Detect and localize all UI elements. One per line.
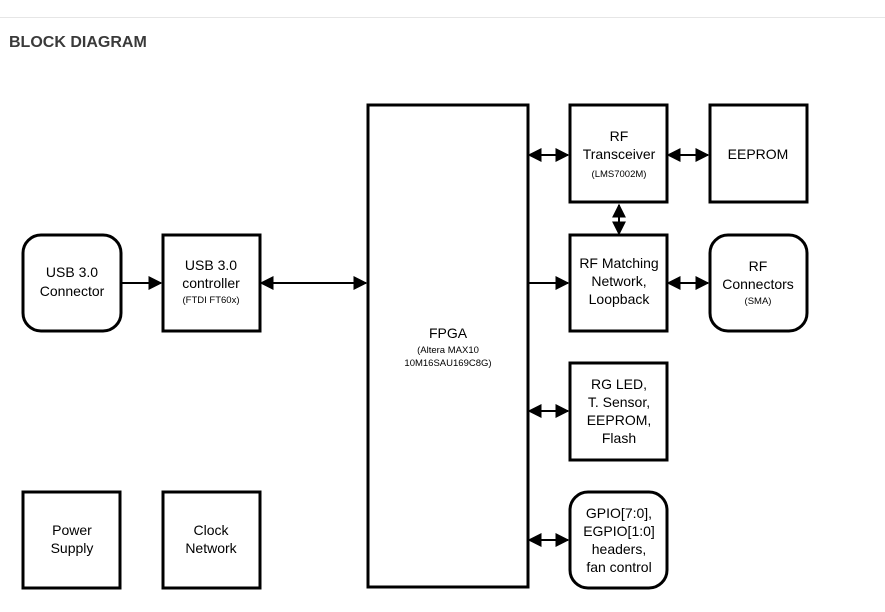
rf-matching-block: RF Matching Network, Loopback: [568, 233, 669, 333]
usb-connector-line2: Connector: [40, 283, 105, 299]
rf-connectors-line2: Connectors: [722, 276, 794, 292]
eeprom-label: EEPROM: [728, 146, 789, 162]
power-supply-block: Power Supply: [21, 490, 122, 590]
gpio-line3: headers,: [592, 541, 646, 557]
rf-transceiver-part: (LMS7002M): [592, 169, 647, 180]
usb-controller-part: (FTDI FT60x): [183, 295, 240, 306]
peripherals-line4: Flash: [602, 430, 636, 446]
rf-connectors-part: (SMA): [745, 296, 772, 307]
fpga-label: FPGA: [429, 325, 468, 341]
gpio-line1: GPIO[7:0],: [586, 505, 652, 521]
clock-network-block: Clock Network: [161, 490, 262, 590]
eeprom-block: EEPROM: [708, 103, 809, 204]
peripherals-line2: T. Sensor,: [588, 394, 650, 410]
gpio-block: GPIO[7:0], EGPIO[1:0] headers, fan contr…: [568, 490, 669, 590]
usb-controller-block: USB 3.0 controller (FTDI FT60x): [161, 233, 262, 333]
rf-matching-line2: Network,: [591, 273, 646, 289]
peripherals-line1: RG LED,: [591, 376, 647, 392]
rf-transceiver-line1: RF: [610, 128, 629, 144]
rf-connectors-block: RF Connectors (SMA): [708, 233, 809, 333]
power-supply-line2: Supply: [51, 540, 94, 556]
rf-matching-line3: Loopback: [589, 291, 651, 307]
fpga-block: FPGA (Altera MAX10 10M16SAU169C8G): [366, 103, 530, 589]
fpga-part-line1: (Altera MAX10: [417, 345, 479, 356]
rf-matching-line1: RF Matching: [579, 255, 658, 271]
top-divider: [0, 17, 885, 18]
gpio-line4: fan control: [586, 559, 651, 575]
rf-transceiver-block: RF Transceiver (LMS7002M): [568, 103, 669, 204]
fpga-part-line2: 10M16SAU169C8G): [404, 358, 491, 369]
clock-network-line1: Clock: [193, 522, 229, 538]
peripherals-block: RG LED, T. Sensor, EEPROM, Flash: [568, 361, 669, 462]
peripherals-line3: EEPROM,: [587, 412, 652, 428]
usb-connector-line1: USB 3.0: [46, 264, 98, 280]
rf-transceiver-line2: Transceiver: [583, 146, 656, 162]
clock-network-line2: Network: [185, 540, 237, 556]
usb-controller-line2: controller: [182, 275, 240, 291]
usb-controller-line1: USB 3.0: [185, 257, 237, 273]
power-supply-line1: Power: [52, 522, 92, 538]
rf-connectors-line1: RF: [749, 258, 768, 274]
gpio-line2: EGPIO[1:0]: [583, 523, 655, 539]
section-title: BLOCK DIAGRAM: [9, 34, 147, 51]
usb-connector-block: USB 3.0 Connector: [21, 233, 123, 333]
